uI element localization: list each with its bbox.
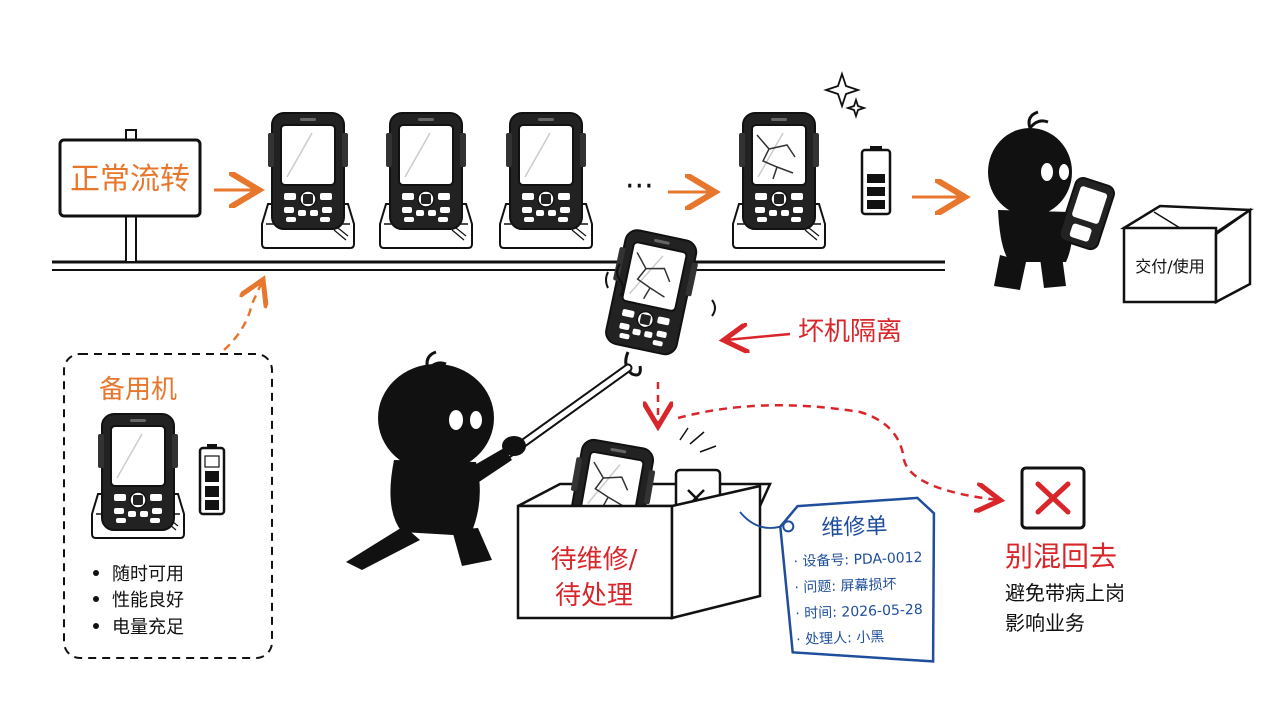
repair-box-label-2: 待处理 <box>555 581 633 611</box>
handheld-pda-icon <box>1058 177 1115 251</box>
no-return-arrow <box>677 404 998 500</box>
ticket-title: 维修单 <box>821 514 888 541</box>
hook-icon <box>624 351 642 377</box>
shake-lines-icon <box>605 263 716 317</box>
spare-feature-3: 电量充足 <box>112 617 184 638</box>
ticket-row-1: · 设备号: PDA-0012 <box>793 549 923 570</box>
warning-block: 别混回去 避免带病上岗 影响业务 <box>1005 466 1125 635</box>
reject-x-icon <box>1020 466 1086 530</box>
pda-device-4 <box>732 112 826 249</box>
pda-device-2 <box>379 112 473 249</box>
worker-character-right <box>988 110 1088 290</box>
normal-flow-sign: 正常流转 <box>58 129 202 263</box>
isolation-arrow <box>726 334 791 340</box>
battery-icon <box>860 146 892 216</box>
repair-box-label-1: 待维修/ <box>551 545 638 575</box>
spare-pda-device <box>91 413 185 539</box>
delivery-box: 交付/使用 <box>1119 204 1254 305</box>
delivery-label: 交付/使用 <box>1135 257 1204 276</box>
repair-ticket: 维修单 · 设备号: PDA-0012 · 问题: 屏幕损坏 · 时间: 202… <box>779 496 936 663</box>
warning-line-1: 避免带病上岗 <box>1005 581 1125 605</box>
warning-line-2: 影响业务 <box>1005 611 1085 635</box>
spare-battery-icon <box>198 444 226 516</box>
pda-device-3 <box>499 112 593 249</box>
pda-device-1 <box>261 112 355 249</box>
flow-ellipsis: ··· <box>625 169 654 204</box>
ticket-row-2: · 问题: 屏幕损坏 <box>794 577 897 597</box>
spare-to-line-arrow <box>223 282 262 351</box>
isolation-label: 坏机隔离 <box>798 317 902 347</box>
worker-character-left <box>346 350 526 570</box>
sparkle-icon <box>823 71 867 119</box>
broken-pda-device <box>598 226 704 359</box>
spare-feature-1: 随时可用 <box>112 564 184 585</box>
spare-feature-2: 性能良好 <box>112 590 184 611</box>
spare-title: 备用机 <box>99 375 177 405</box>
ticket-row-4: · 处理人: 小黑 <box>796 629 885 648</box>
spare-device-panel: 备用机 随时可用 性能良好 电量充足 <box>63 353 273 659</box>
warning-title: 别混回去 <box>1005 540 1117 573</box>
conveyor-line <box>52 260 945 271</box>
ticket-row-3: · 时间: 2026-05-28 <box>795 602 923 622</box>
normal-flow-label: 正常流转 <box>70 162 190 197</box>
repair-box: 待维修/ 待处理 <box>516 427 772 620</box>
